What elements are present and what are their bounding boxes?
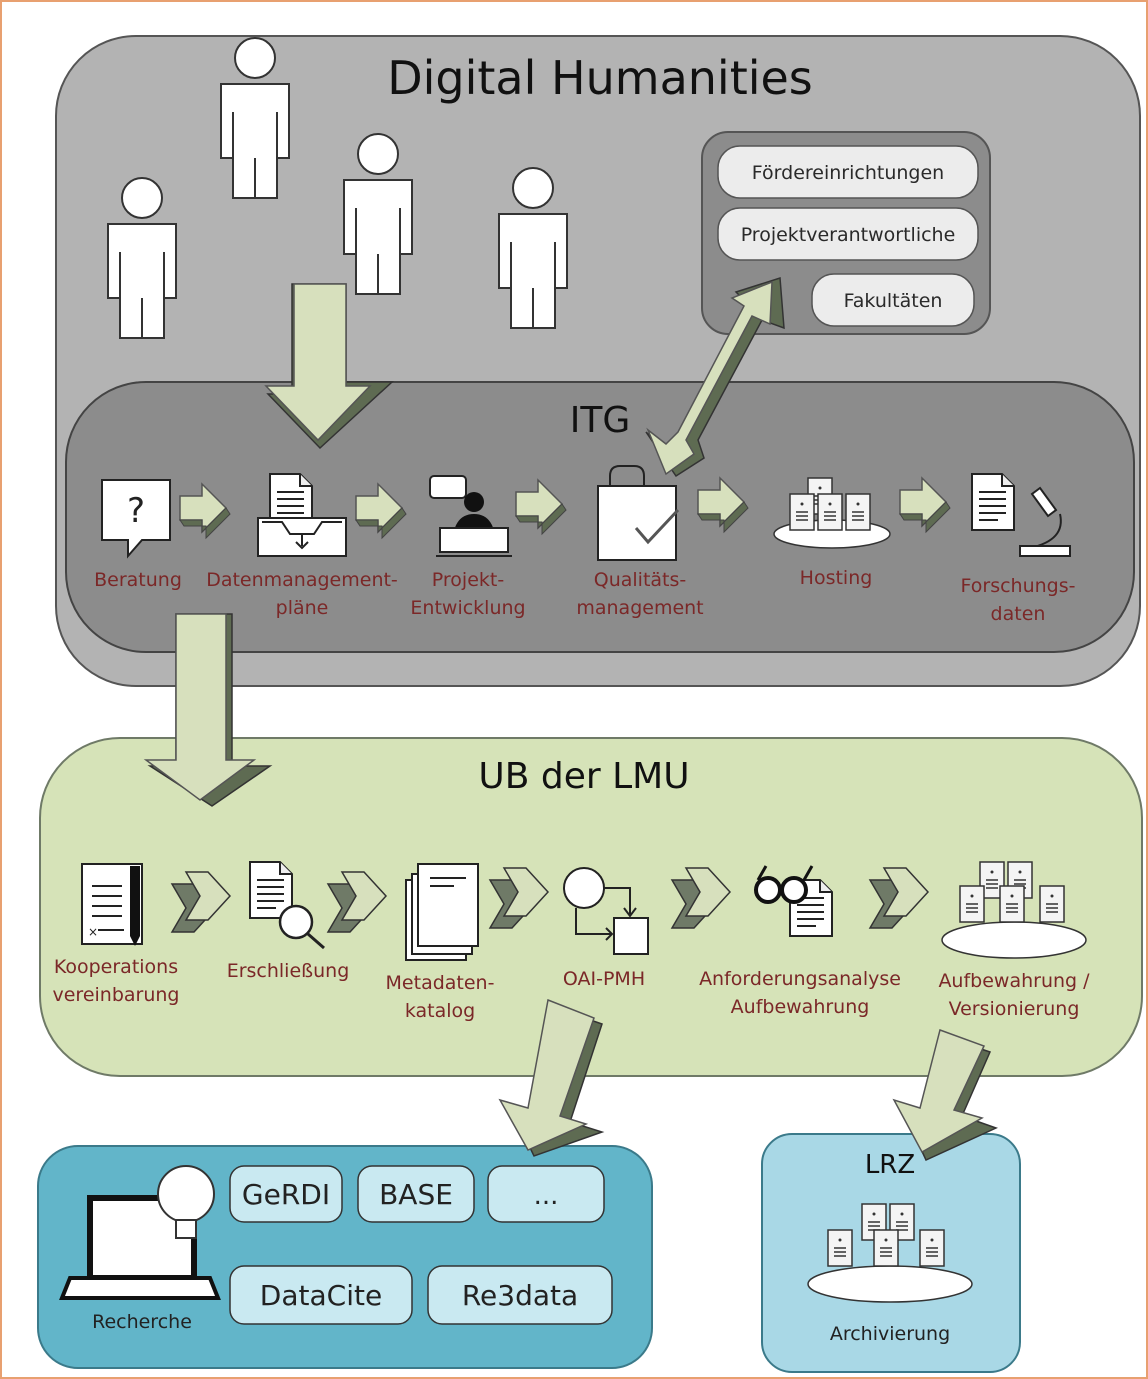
stakeholder-pill	[717, 145, 979, 199]
step-label: Aufbewahrung /	[938, 970, 1090, 992]
service-label: BASE	[379, 1178, 453, 1211]
service-pill	[487, 1165, 605, 1223]
server-cluster-icon	[773, 477, 891, 549]
service-pill	[427, 1265, 613, 1325]
server-cluster-icon	[807, 1203, 973, 1303]
research-label: Recherche	[92, 1311, 192, 1333]
step-label: Datenmanagement-	[206, 569, 398, 591]
server-cluster-icon	[941, 861, 1087, 959]
service-label: Re3data	[462, 1279, 578, 1312]
step-label: Forschungs-	[961, 575, 1076, 597]
step-label: Beratung	[94, 569, 182, 591]
service-pill	[229, 1165, 343, 1223]
step-label: Erschließung	[227, 960, 350, 982]
svg-text:?: ?	[127, 491, 145, 531]
step-label: vereinbarung	[53, 984, 180, 1006]
laptop-bulb-icon	[59, 1165, 221, 1300]
contract-icon: ×	[81, 863, 143, 946]
glasses-document-icon	[754, 865, 833, 937]
step-label: pläne	[276, 597, 329, 619]
step-label: Hosting	[800, 567, 873, 589]
service-label: GeRDI	[242, 1178, 330, 1211]
step-label: Aufbewahrung	[731, 996, 870, 1018]
down-arrow-icon	[498, 998, 605, 1157]
quality-bag-icon	[597, 465, 680, 561]
stakeholder-label: Fördereinrichtungen	[752, 162, 944, 184]
itg-title: ITG	[570, 400, 631, 441]
service-pill	[357, 1165, 475, 1223]
step-label: Qualitäts-	[594, 569, 687, 591]
stakeholder-pill	[811, 273, 975, 327]
stakeholder-label: Projektverantwortliche	[741, 224, 956, 246]
service-label: DataCite	[260, 1279, 382, 1312]
ub-title: UB der LMU	[478, 756, 689, 797]
down-arrow-icon	[264, 283, 394, 450]
step-label: Kooperations	[54, 956, 178, 978]
step-label: katalog	[405, 1000, 475, 1022]
main-title: Digital Humanities	[387, 51, 813, 105]
stakeholder-pill	[717, 207, 979, 261]
step-label: Anforderungsanalyse	[699, 968, 901, 990]
down-arrow-icon	[143, 613, 273, 807]
question-icon: ?	[101, 479, 171, 559]
svg-text:×: ×	[88, 925, 98, 939]
oai-exchange-icon	[563, 867, 649, 955]
meeting-icon	[429, 475, 512, 557]
step-label: OAI-PMH	[563, 968, 645, 990]
magnifier-document-icon	[249, 861, 325, 950]
lrz-title: LRZ	[865, 1150, 915, 1180]
step-label: Entwicklung	[410, 597, 525, 619]
document-inbox-icon	[257, 473, 347, 557]
service-pill	[229, 1265, 413, 1325]
double-arrow-icon	[645, 276, 785, 478]
step-label: Metadaten-	[386, 972, 495, 994]
step-label: Projekt-	[432, 569, 504, 591]
step-label: Versionierung	[949, 998, 1080, 1020]
lrz-label: Archivierung	[830, 1323, 950, 1345]
stakeholder-label: Fakultäten	[844, 290, 943, 312]
service-label: ...	[534, 1181, 559, 1211]
step-label: management	[576, 597, 703, 619]
catalog-stack-icon	[405, 863, 479, 961]
down-arrow-icon	[892, 1029, 998, 1161]
step-label: daten	[991, 603, 1046, 625]
microscope-document-icon	[971, 473, 1071, 557]
